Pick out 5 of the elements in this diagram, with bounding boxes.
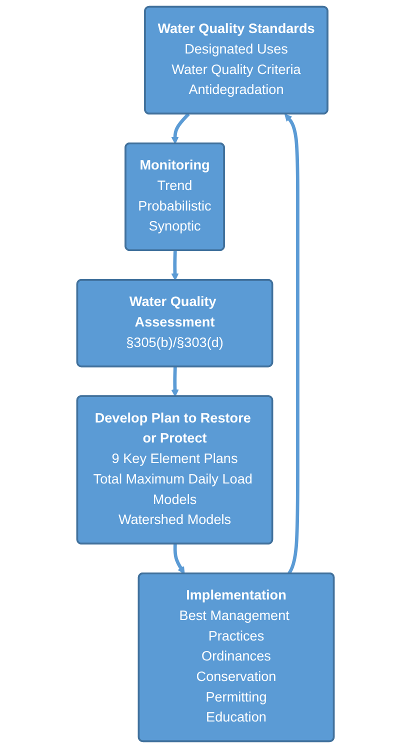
- arrow: [284, 114, 300, 575]
- arrow: [171, 366, 179, 397]
- arrow: [173, 544, 185, 574]
- arrow: [171, 112, 190, 144]
- arrow: [171, 250, 179, 281]
